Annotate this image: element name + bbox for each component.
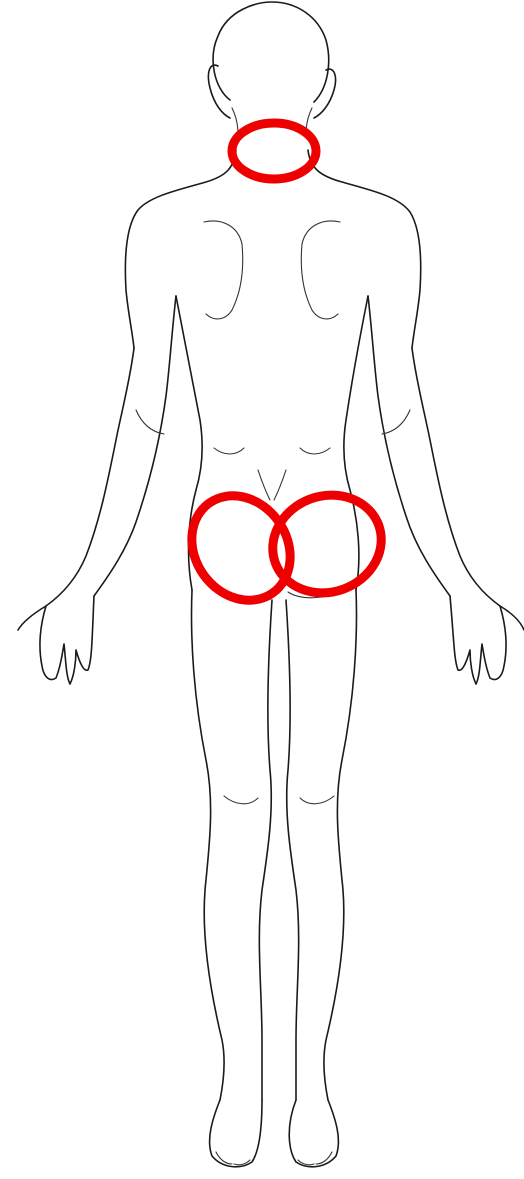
markers [172, 123, 395, 619]
right-buttock-marker [172, 477, 310, 620]
head-outline [208, 2, 335, 134]
feet-outlines [210, 1100, 339, 1167]
neck-marker [232, 123, 316, 179]
leg-outlines [192, 590, 357, 1100]
